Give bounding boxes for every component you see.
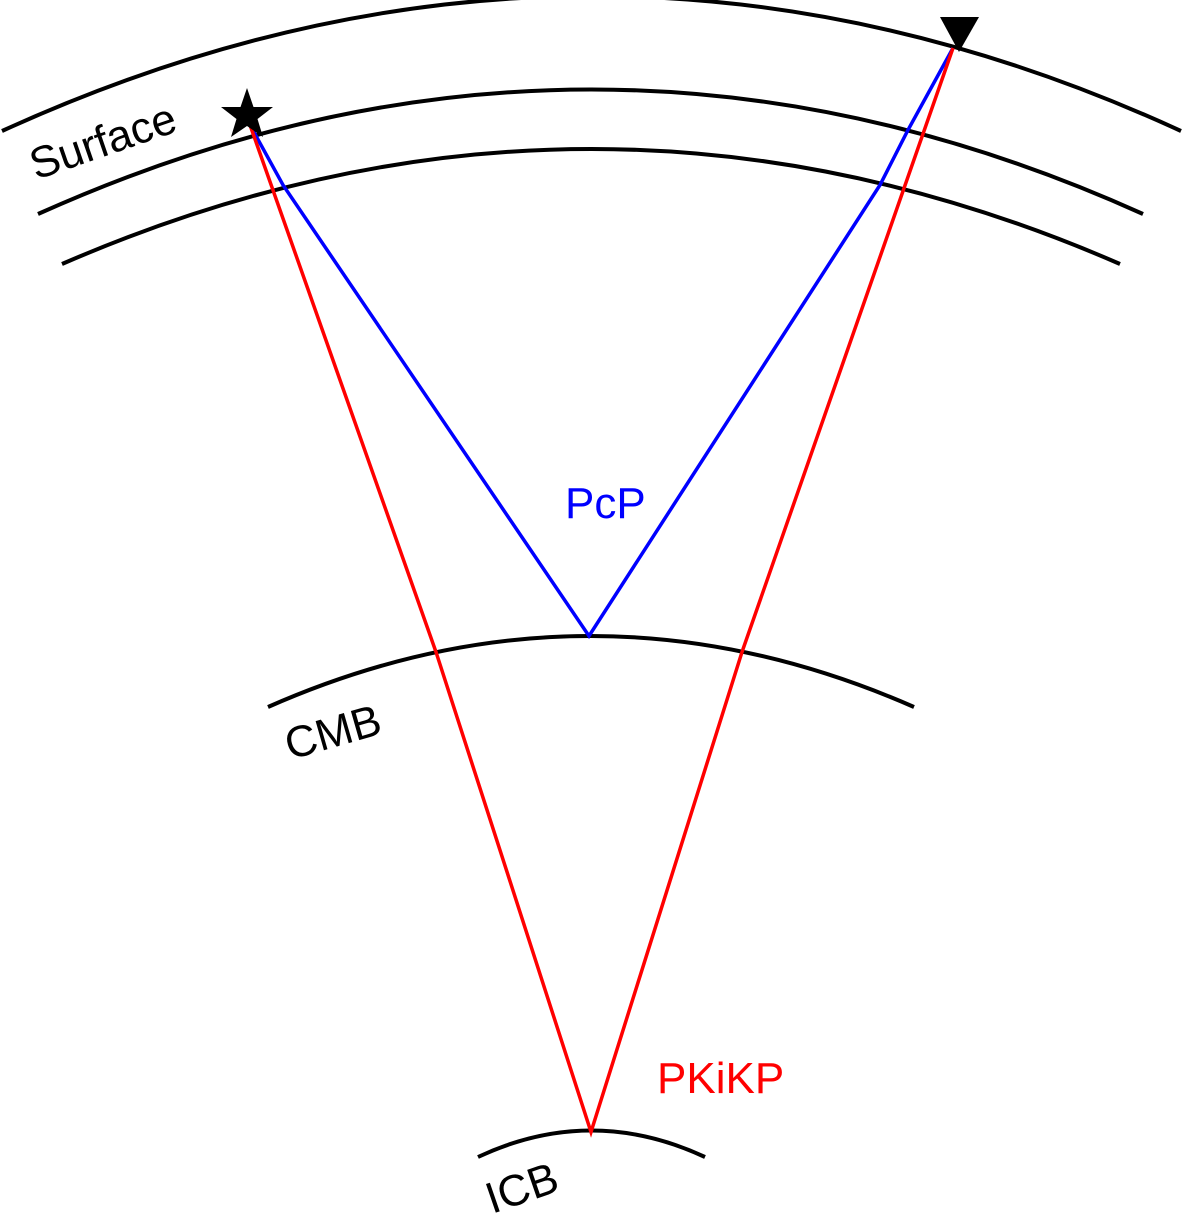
surface-boundary xyxy=(1,0,1182,133)
pkikp-label: PKiKP xyxy=(657,1054,784,1103)
star-icon xyxy=(221,88,273,137)
pkikp-ray xyxy=(248,47,955,1138)
icb-label: ICB xyxy=(479,1153,564,1215)
inverted-triangle-icon xyxy=(940,17,979,52)
pcp-ray xyxy=(248,47,955,640)
ray-paths xyxy=(248,47,955,1138)
surface-label: Surface xyxy=(23,94,182,190)
lower-layer-boundary xyxy=(61,147,1121,266)
cmb-label: CMB xyxy=(279,696,386,770)
earth-boundaries xyxy=(1,0,1182,1159)
pcp-label: PcP xyxy=(565,479,646,528)
cmb-boundary xyxy=(267,634,915,709)
upper-layer-boundary xyxy=(37,87,1144,216)
